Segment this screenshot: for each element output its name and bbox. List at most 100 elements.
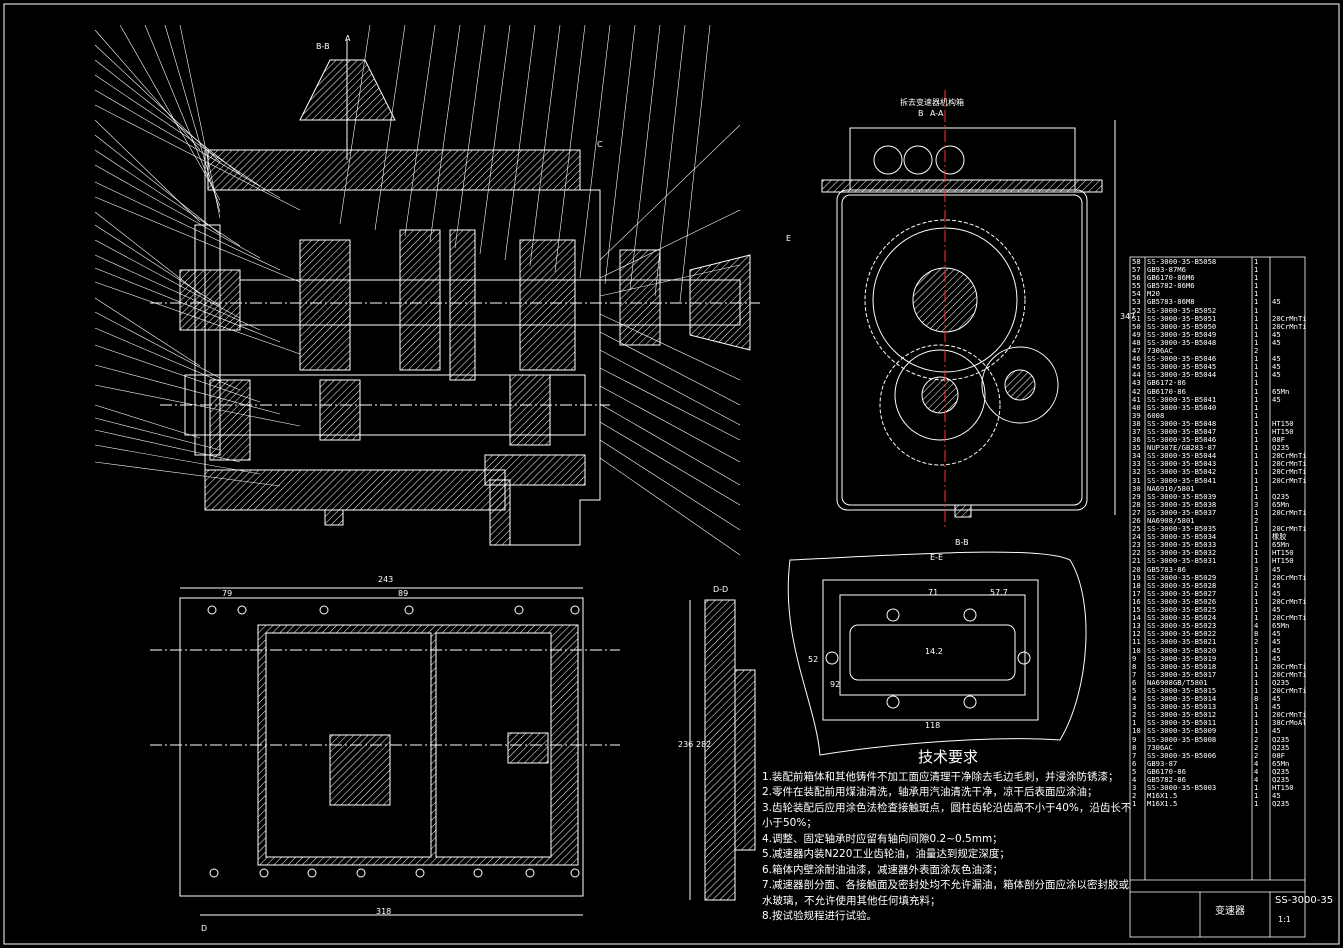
bom-cell-qty: 1 bbox=[1254, 379, 1259, 388]
leader-line bbox=[599, 421, 741, 506]
bom-cell-no: 17 bbox=[1132, 589, 1141, 598]
bom-cell-mat: 65Mn bbox=[1272, 622, 1290, 631]
bom-cell-no: 20 bbox=[1132, 565, 1141, 574]
dim-plan-left: 79 bbox=[222, 589, 233, 598]
bom-cell-no: 5 bbox=[1132, 686, 1137, 695]
bom-cell-code: GB93-87M6 bbox=[1147, 266, 1186, 275]
leader-line bbox=[599, 457, 741, 556]
bom-cell-mat: 45 bbox=[1272, 654, 1281, 663]
bom-grid bbox=[1129, 256, 1306, 938]
bom-cell-no: 2 bbox=[1132, 711, 1137, 720]
leader-line bbox=[94, 384, 301, 427]
bom-cell-qty: 1 bbox=[1254, 452, 1259, 461]
bolt-hole bbox=[570, 868, 580, 878]
bom-cell-mat: 20CrMnTi bbox=[1272, 452, 1307, 461]
dim-ee-577: 57.7 bbox=[990, 588, 1008, 597]
bom-cell-mat: 20CrMnTi bbox=[1272, 711, 1307, 720]
bom-cell-no: 31 bbox=[1132, 476, 1141, 485]
bom-cell-no: 15 bbox=[1132, 606, 1141, 615]
bom-cell-mat: 20CrMnTi bbox=[1272, 476, 1307, 485]
bom-cell-no: 8 bbox=[1132, 662, 1137, 671]
bom-cell-mat: 20CrMnTi bbox=[1272, 597, 1307, 606]
c-mark: C bbox=[597, 140, 603, 149]
bom-cell-code: NA6908/5801 bbox=[1147, 517, 1195, 525]
bom-cell-mat: Q235 bbox=[1272, 776, 1290, 784]
bom-cell-code: SS-3000-35-B5044 bbox=[1147, 452, 1217, 461]
bom-cell-code: M16X1.5 bbox=[1147, 792, 1178, 801]
bom-cell-code: SS-3000-35-B5031 bbox=[1147, 557, 1217, 566]
dim-plan-mid: 89 bbox=[398, 589, 409, 598]
bom-cell-code: SS-3000-35-B5022 bbox=[1147, 630, 1217, 639]
bom-cell-code: SS-3000-35-B5021 bbox=[1147, 638, 1217, 647]
bom-cell-code: SS-3000-35-B5035 bbox=[1147, 525, 1217, 534]
bom-cell-qty: 1 bbox=[1254, 476, 1259, 485]
bom-cell-mat: 20CrMnTi bbox=[1272, 508, 1307, 517]
bolt-hole bbox=[514, 605, 524, 615]
bom-cell-code: SS-3000-35-B5048 bbox=[1147, 338, 1217, 347]
bom-cell-code: SS-3000-35-B5046 bbox=[1147, 436, 1217, 445]
dim-ee-52: 52 bbox=[808, 655, 819, 664]
bom-cell-mat: Q235 bbox=[1272, 743, 1290, 752]
tech-item: 8.按试验规程进行试验。 bbox=[762, 910, 878, 922]
bolt-hole bbox=[570, 605, 580, 615]
bom-cell-qty: 1 bbox=[1254, 371, 1259, 380]
bom-cell-mat: 45 bbox=[1272, 589, 1281, 598]
bom-cell-code: SS-3000-35-B5052 bbox=[1147, 306, 1217, 315]
bom-cell-no: 27 bbox=[1132, 508, 1141, 517]
bom-cell-no: 33 bbox=[1132, 460, 1141, 469]
bom-cell-mat: 45 bbox=[1272, 330, 1281, 339]
title-block-name: 变速器 bbox=[1215, 906, 1245, 917]
bom-cell-mat: 45 bbox=[1272, 703, 1281, 712]
bom-cell-qty: 1 bbox=[1254, 573, 1259, 582]
bom-cell-no: 53 bbox=[1132, 298, 1141, 307]
bom-cell-qty: 1 bbox=[1254, 678, 1259, 687]
bom-cell-qty: 2 bbox=[1254, 743, 1259, 752]
bolt-hole bbox=[473, 868, 483, 878]
bom-cell-no: 2 bbox=[1132, 792, 1137, 801]
bom-cell-no: 13 bbox=[1132, 622, 1141, 631]
b-mark: B bbox=[918, 109, 924, 118]
bom-cell-qty: 1 bbox=[1254, 322, 1259, 331]
bom-cell-mat: 45 bbox=[1272, 565, 1281, 574]
bom-cell-qty: 1 bbox=[1254, 444, 1259, 453]
bom-cell-mat: 38CrMoAl bbox=[1272, 719, 1307, 728]
bom-cell-no: 5 bbox=[1132, 767, 1137, 776]
bb-top-label: B-B bbox=[316, 42, 330, 51]
leader-line bbox=[94, 444, 261, 475]
bom-cell-no: 3 bbox=[1132, 703, 1137, 712]
leader-line bbox=[454, 24, 486, 249]
title-block-drawing-no: SS-3000-35 bbox=[1275, 895, 1334, 906]
bom-cell-mat: Q235 bbox=[1272, 800, 1290, 809]
leader-line bbox=[94, 89, 281, 199]
bolt-hole bbox=[525, 868, 535, 878]
bom-cell-qty: 1 bbox=[1254, 266, 1259, 275]
bom-cell-no: 26 bbox=[1132, 517, 1141, 525]
bom-cell-no: 51 bbox=[1132, 314, 1141, 323]
bom-cell-no: 41 bbox=[1132, 395, 1141, 404]
bom-cell-no: 48 bbox=[1132, 338, 1141, 347]
bom-cell-qty: 1 bbox=[1254, 541, 1259, 550]
bom-cell-no: 21 bbox=[1132, 557, 1141, 566]
ee-view bbox=[787, 551, 1087, 756]
leader-line bbox=[94, 267, 281, 343]
leader-line bbox=[94, 104, 301, 211]
bom-cell-qty: 1 bbox=[1254, 606, 1259, 615]
bom-cell-code: SS-3000-35-B5039 bbox=[1147, 492, 1217, 501]
bom-cell-qty: 1 bbox=[1254, 670, 1259, 679]
bom-cell-no: 30 bbox=[1132, 484, 1141, 493]
bom-cell-qty: 1 bbox=[1254, 508, 1259, 517]
